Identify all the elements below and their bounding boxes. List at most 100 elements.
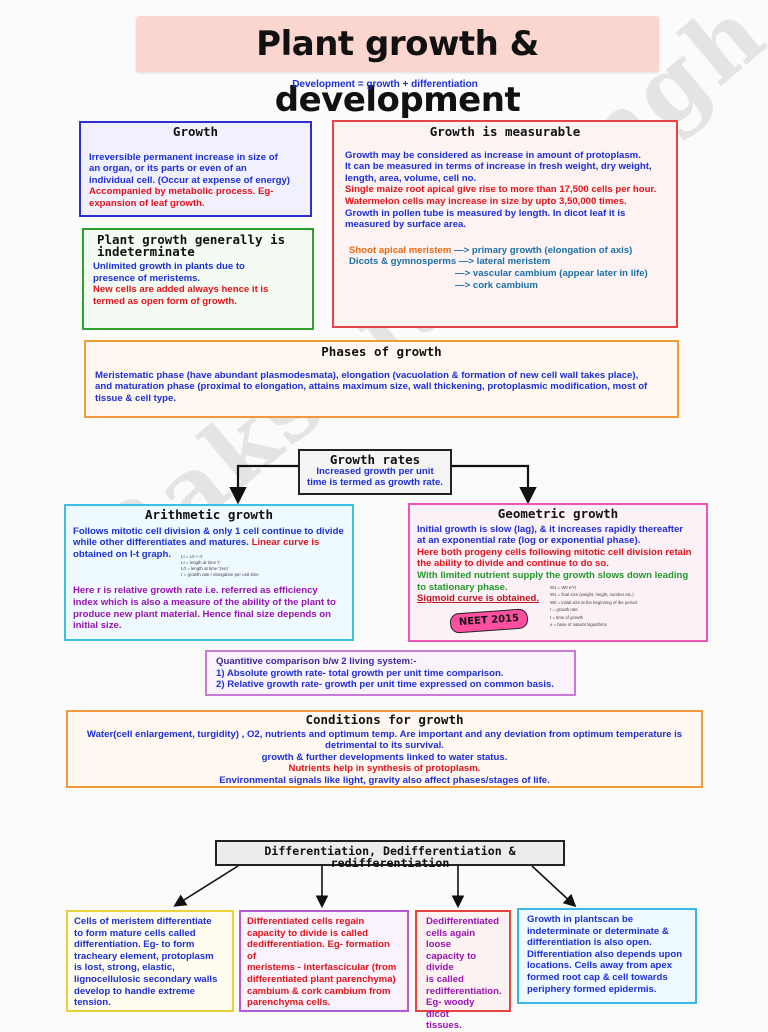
geometric-text: Initial growth is slow (lag), & it incre… (417, 523, 684, 535)
redifferentiation-text: tissues. (426, 1020, 462, 1032)
efficiency-text: Here r is relative growth rate i.e. refe… (73, 585, 318, 597)
dicot-text: Dicots & gymnosperms —> lateral meristem (349, 256, 551, 268)
differentiation-text: develop to handle extreme (74, 985, 196, 997)
arrow-to-diff-4 (531, 865, 577, 908)
arrow-to-arithmetic (229, 464, 298, 505)
arrow-to-geometric (452, 464, 537, 505)
redifferentiation-text: cells again loose (426, 927, 476, 951)
redifferentiation-text: Dedifferentiated (426, 916, 500, 927)
open-differentiation-text: Growth in plantscan be (527, 914, 634, 925)
indeterminate-text: presence of meristems. (93, 272, 201, 284)
open-differentiation-text: differentiation is also open. (527, 937, 652, 949)
phases-text: tissue & cell type. (95, 392, 177, 404)
comparison-box: Quantitive comparison b/w 2 living syste… (205, 650, 576, 696)
growth-rates-heading: Growth rates (329, 452, 421, 467)
efficiency-text: produce new plant material. Hence final … (73, 608, 332, 620)
measurable-text: Single maize root apical give rise to mo… (345, 184, 657, 196)
redifferentiation-text: redifferentiation. (426, 985, 502, 997)
dedifferentiation-text: meristems - interfascicular (from (247, 962, 397, 974)
growth-rates-text: time is termed as growth rate. (307, 477, 443, 489)
dedifferentiation-text: cambium & cork cambium from (247, 985, 391, 997)
redifferentiation-box: Dedifferentiated cells again loose capac… (415, 910, 511, 1031)
differentiation-text: tension. (74, 997, 111, 1009)
indeterminate-heading-2: indeterminate (97, 243, 195, 259)
meristem-arrow-text: —> primary growth (elongation of axis) (454, 244, 633, 256)
dedifferentiation-text: capacity to divide is called (247, 927, 369, 939)
comparison-text: Quantitive comparison b/w 2 living syste… (216, 656, 417, 667)
open-differentiation-text: Differentiation also depends upon (527, 948, 683, 960)
conditions-text: Water(cell enlargement, turgidity) , O2,… (86, 728, 683, 740)
growth-text: Accompanied by metabolic process. Eg- (89, 186, 274, 198)
phases-box: Phases of growth Meristematic phase (hav… (84, 340, 679, 418)
geometric-heading: Geometric growth (497, 506, 619, 521)
dedifferentiation-box: Differentiated cells regain capacity to … (239, 910, 409, 1012)
measurable-text: Growth may be considered as increase in … (345, 149, 641, 161)
vascular-text: —> vascular cambium (appear later in lif… (455, 267, 648, 279)
dedifferentiation-text: dedifferentiation. Eg- formation of (247, 939, 390, 962)
dedifferentiation-text: differentiated plant parenchyma) (247, 973, 396, 985)
geometric-formula: W1 = W0 e^rt W1 = final size (weight, he… (550, 585, 637, 628)
measurable-text: Growth in pollen tube is measured by len… (345, 207, 626, 219)
measurable-text: length, area, volume, cell no. (345, 172, 477, 184)
growth-text: an organ, or its parts or even of an (89, 163, 247, 175)
efficiency-text: initial size. (73, 620, 122, 632)
dedifferentiation-text: parenchyma cells. (247, 997, 331, 1009)
conditions-text: Nutrients help in synthesis of protoplas… (288, 763, 481, 775)
differentiation-heading-box: Differentiation, Dedifferentiation & red… (215, 840, 565, 868)
conditions-text: detrimental to its survival. (325, 740, 444, 752)
redifferentiation-text: is called (426, 973, 464, 985)
cork-text: —> cork cambium (455, 279, 538, 291)
efficiency-text: index which is also a measure of the abi… (73, 596, 336, 608)
indeterminate-text: Unlimited growth in plants due to (93, 261, 245, 273)
differentiation-text: to form mature cells called (74, 927, 196, 939)
open-differentiation-text: periphery formed epidermis. (527, 983, 657, 995)
geometric-text: With limited nutrient supply the growth … (417, 569, 689, 581)
indeterminate-box: Plant growth generally is indeterminate … (82, 228, 314, 330)
growth-text: Irreversible permanent increase in size … (89, 151, 278, 163)
phases-text: Meristematic phase (have abundant plasmo… (95, 369, 639, 381)
measurable-text: It can be measured in terms of increase … (345, 161, 652, 173)
differentiation-text: Cells of meristem differentiate (74, 916, 212, 927)
arithmetic-text: while other differentiates and matures. (73, 537, 249, 549)
geometric-text: at an exponential rate (log or exponenti… (417, 535, 641, 547)
conditions-text: growth & further developments linked to … (261, 751, 508, 763)
sigmoid-text: Sigmoid curve is obtained. (417, 593, 540, 605)
redifferentiation-text: capacity to divide (426, 950, 477, 974)
phases-heading: Phases of growth (321, 344, 442, 359)
differentiation-text: is lost, strong, elastic, (74, 962, 175, 974)
phases-text: and maturation phase (proximal to elonga… (95, 381, 648, 393)
geometric-text: Here both progeny cells following mitoti… (417, 546, 692, 558)
growth-measurable-box: Growth is measurable Growth may be consi… (332, 120, 678, 328)
title-text: Plant growth & development (256, 24, 539, 120)
growth-rates-box: Growth rates Increased growth per unit t… (298, 449, 452, 495)
geometric-text: to stationary phase. (417, 581, 508, 593)
measurable-heading: Growth is measurable (429, 124, 581, 139)
growth-rates-text: Increased growth per unit (316, 465, 434, 477)
open-differentiation-box: Growth in plantscan be indeterminate or … (517, 908, 697, 1004)
neet-badge: NEET 2015 (449, 608, 529, 634)
growth-heading: Growth (172, 124, 219, 139)
differentiation-box: Cells of meristem differentiate to form … (66, 910, 234, 1012)
differentiation-text: differentiation. Eg- to form (74, 939, 195, 951)
arrow-to-diff-1 (173, 865, 239, 907)
conditions-heading: Conditions for growth (305, 712, 464, 727)
comparison-text: 2) Relative growth rate- growth per unit… (216, 679, 554, 691)
conditions-text: Environmental signals like light, gravit… (219, 774, 550, 786)
dedifferentiation-text: Differentiated cells regain (247, 916, 365, 927)
open-differentiation-text: locations. Cells away from apex (527, 960, 673, 972)
arithmetic-formula: Lt = L0 + rt Lt = length at time 't' L0 … (181, 554, 259, 577)
indeterminate-text: termed as open form of growth. (93, 295, 237, 307)
redifferentiation-text: Eg- woody dicot (426, 997, 475, 1020)
growth-box: Growth Irreversible permanent increase i… (79, 121, 312, 217)
open-differentiation-text: indeterminate or determinate & (527, 925, 669, 937)
measurable-text: Watermelon cells may increase in size by… (345, 195, 627, 207)
comparison-text: 1) Absolute growth rate- total growth pe… (216, 667, 504, 679)
arithmetic-heading: Arithmetic growth (145, 507, 273, 522)
indeterminate-heading-1: Plant growth generally is (97, 232, 286, 247)
arithmetic-box: Arithmetic growth Follows mitotic cell d… (64, 504, 354, 641)
measurable-text: measured by surface area. (345, 219, 467, 231)
conditions-box: Conditions for growth Water(cell enlarge… (66, 710, 703, 788)
differentiation-text: lignocellulosic secondary walls (74, 973, 218, 985)
open-differentiation-text: formed root cap & cell towards (527, 971, 668, 983)
